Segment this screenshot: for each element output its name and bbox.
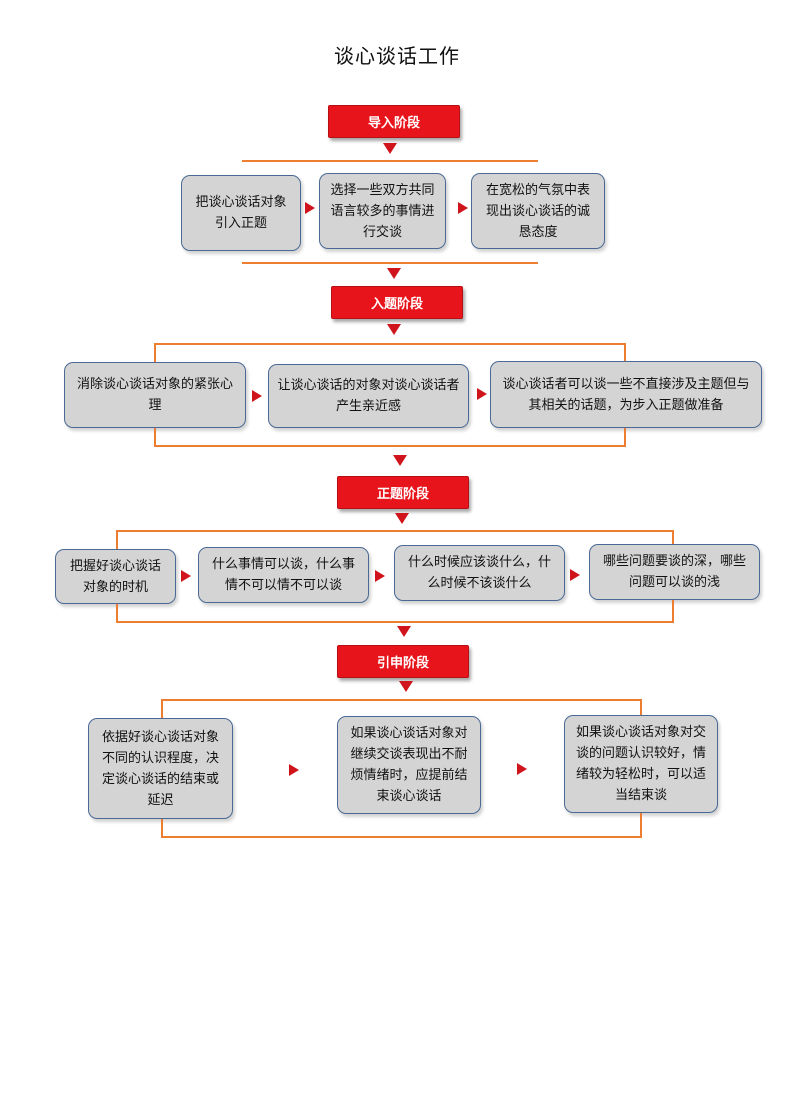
arrow-down-icon xyxy=(387,268,401,279)
stage-1-box-2: 选择一些双方共同语言较多的事情进行交谈 xyxy=(319,173,446,249)
arrow-right-icon xyxy=(252,390,262,402)
bracket-bottom xyxy=(161,836,642,838)
stage-3-box-2: 什么事情可以谈，什么事情不可以情不可以谈 xyxy=(198,547,369,603)
arrow-down-icon xyxy=(395,513,409,524)
arrow-right-icon xyxy=(477,388,487,400)
bracket-left-bottom xyxy=(154,428,156,445)
bracket-top xyxy=(161,699,642,701)
arrow-down-icon xyxy=(387,324,401,335)
stage-1-label: 导入阶段 xyxy=(328,105,460,138)
bracket-right-bottom xyxy=(640,813,642,836)
arrow-down-icon xyxy=(399,681,413,692)
stage-2-label: 入题阶段 xyxy=(331,286,463,319)
stage-3-box-4: 哪些问题要谈的深，哪些问题可以谈的浅 xyxy=(589,544,760,600)
stage-2-box-2: 让谈心谈话的对象对谈心谈话者产生亲近感 xyxy=(268,364,469,428)
stage-1-box-3: 在宽松的气氛中表现出谈心谈话的诚恳态度 xyxy=(471,173,605,249)
bracket-left-top xyxy=(154,343,156,363)
bracket-top xyxy=(242,160,538,162)
bracket-left-top xyxy=(116,530,118,550)
stage-3-box-1: 把握好谈心谈话对象的时机 xyxy=(55,549,176,604)
bracket-right-bottom xyxy=(624,428,626,445)
stage-1-box-1: 把谈心谈话对象引入正题 xyxy=(181,175,301,251)
stage-4-label: 引申阶段 xyxy=(337,645,469,678)
bracket-right-top xyxy=(672,530,674,546)
bracket-left-top xyxy=(161,699,163,719)
stage-2-box-1: 消除谈心谈话对象的紧张心理 xyxy=(64,362,246,428)
page-title: 谈心谈话工作 xyxy=(334,44,460,68)
arrow-right-icon xyxy=(458,202,468,214)
bracket-right-top xyxy=(624,343,626,362)
bracket-left-bottom xyxy=(116,604,118,622)
arrow-right-icon xyxy=(289,764,299,776)
stage-4-box-3: 如果谈心谈话对象对交谈的问题认识较好，情绪较为轻松时，可以适当结束谈 xyxy=(564,715,718,813)
bracket-left-bottom xyxy=(161,819,163,838)
arrow-down-icon xyxy=(397,626,411,637)
bracket-bottom xyxy=(154,445,626,447)
stage-3-box-3: 什么时候应该谈什么，什么时候不该谈什么 xyxy=(394,545,565,601)
bracket-bottom xyxy=(242,262,538,264)
arrow-right-icon xyxy=(305,202,315,214)
arrow-down-icon xyxy=(383,143,397,154)
stage-4-box-1: 依据好谈心谈话对象不同的认识程度，决定谈心谈话的结束或延迟 xyxy=(88,718,233,819)
stage-3-label: 正题阶段 xyxy=(337,476,469,509)
bracket-top xyxy=(154,343,626,345)
arrow-right-icon xyxy=(181,570,191,582)
bracket-bottom xyxy=(116,621,674,623)
arrow-down-icon xyxy=(393,455,407,466)
stage-4-box-2: 如果谈心谈话对象对继续交谈表现出不耐烦情绪时，应提前结束谈心谈话 xyxy=(337,716,481,814)
bracket-right-bottom xyxy=(672,600,674,622)
arrow-right-icon xyxy=(375,570,385,582)
bracket-right-top xyxy=(640,699,642,715)
arrow-right-icon xyxy=(517,763,527,775)
stage-2-box-3: 谈心谈话者可以谈一些不直接涉及主题但与其相关的话题，为步入正题做准备 xyxy=(490,361,762,428)
arrow-right-icon xyxy=(570,569,580,581)
bracket-top xyxy=(116,530,674,532)
